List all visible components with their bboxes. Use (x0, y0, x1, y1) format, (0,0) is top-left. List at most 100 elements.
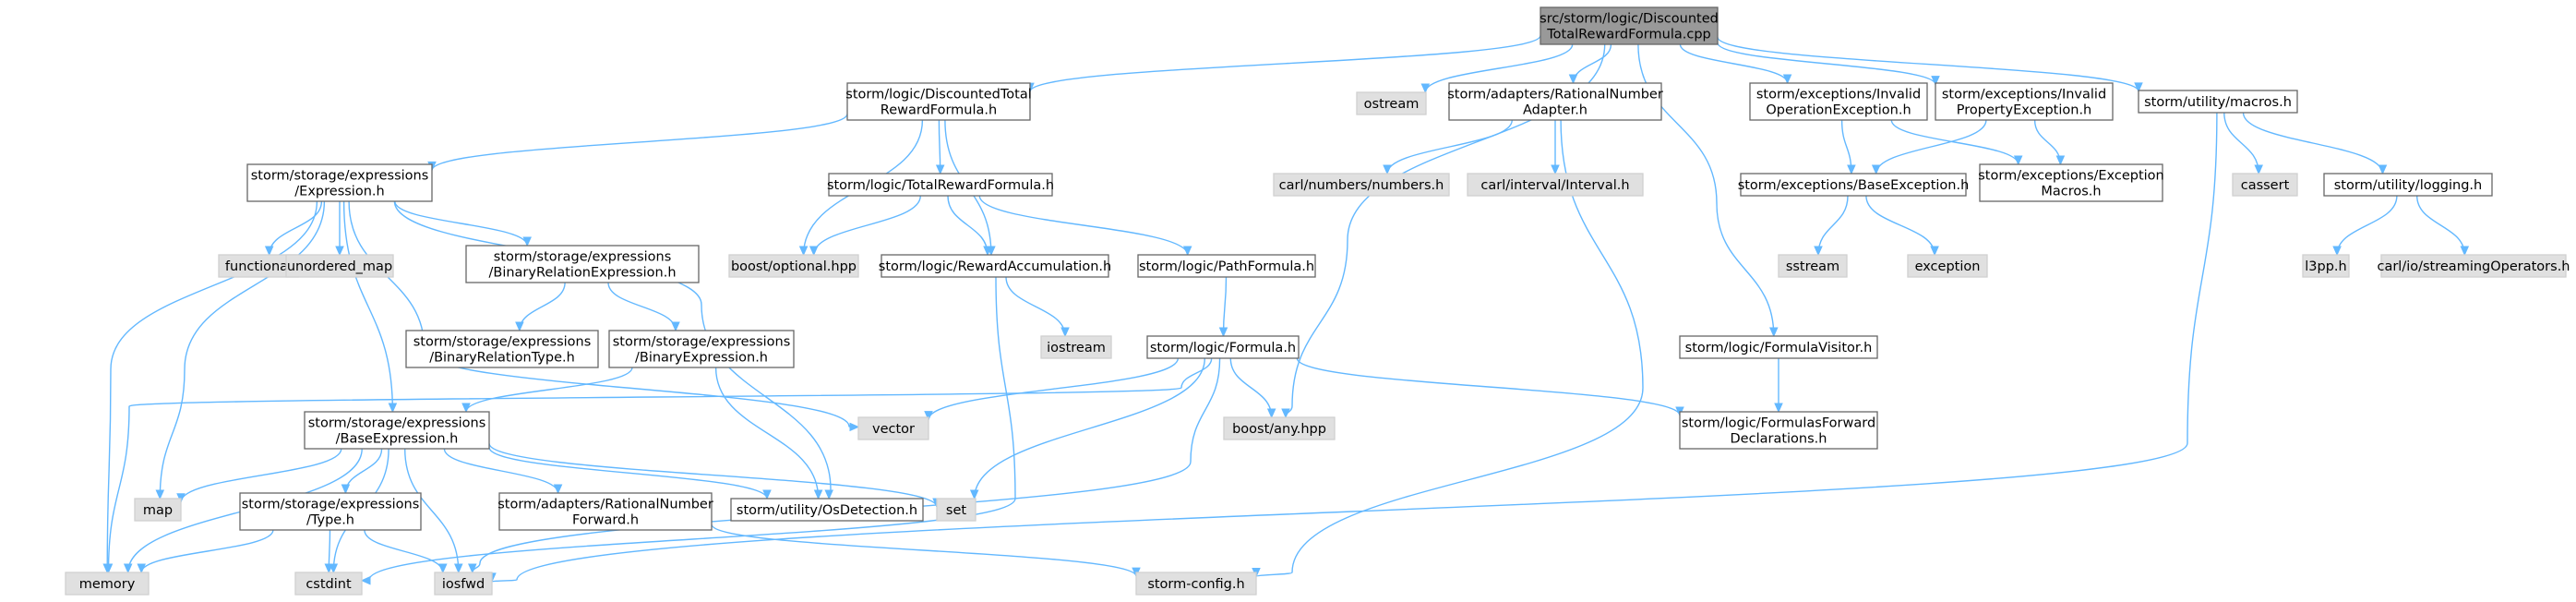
node-label-set-line-0: set (946, 503, 966, 518)
node-logging[interactable]: storm/utility/logging.h (2323, 173, 2493, 197)
node-box-memory (65, 572, 150, 596)
node-visitor[interactable]: storm/logic/FormulaVisitor.h (1679, 335, 1878, 359)
node-label-type-line-0: storm/storage/expressions (242, 498, 420, 512)
arrowhead-trf-to-pathf (1182, 246, 1192, 257)
node-binexpr[interactable]: storm/storage/expressions/BinaryExpressi… (608, 330, 795, 368)
node-box-logging (2323, 173, 2493, 197)
arrowhead-formula-to-iosfwd (468, 563, 477, 574)
arrowhead-expr-to-binrel (522, 236, 532, 247)
node-expr[interactable]: storm/storage/expressions/Expression.h (246, 163, 433, 202)
node-invop[interactable]: storm/exceptions/InvalidOperationExcepti… (1749, 82, 1928, 121)
node-box-cassert (2232, 173, 2298, 197)
arrowhead-formula-to-memory (103, 563, 114, 574)
edge-baseexpr-to-set (488, 442, 938, 508)
edge-baseexpr-to-iosfwd (404, 448, 460, 573)
node-label-stormconfig-line-0: storm-config.h (1147, 577, 1244, 592)
edge-root-to-ostream (1424, 43, 1574, 93)
node-label-pathf-line-0: storm/logic/PathFormula.h (1139, 259, 1314, 274)
node-box-root (1540, 6, 1719, 45)
arrowhead-binrel-to-binexpr (671, 321, 680, 332)
arrowhead-rnadapter-to-carlint (1551, 164, 1560, 175)
node-baseexc[interactable]: storm/exceptions/BaseException.h (1738, 173, 1970, 197)
arrowhead-root-to-rnadapter (1568, 74, 1578, 85)
edge-binexpr-to-osdet (714, 367, 820, 500)
edge-invprop-to-baseexc (1875, 119, 1987, 175)
node-dtrf[interactable]: storm/logic/DiscountedTotalRewardFormula… (845, 82, 1032, 121)
node-pathf[interactable]: storm/logic/PathFormula.h (1137, 254, 1316, 278)
node-carlnum: carl/numbers/numbers.h (1273, 173, 1450, 197)
edge-invprop-to-excmacros (2033, 119, 2062, 165)
arrowhead-baseexpr-to-memory (123, 563, 133, 574)
arrowhead-baseexpr-to-rnfwd (553, 484, 563, 495)
edge-trf-to-rewacc (947, 195, 988, 256)
node-label-binrel-line-1: /BinaryRelationExpression.h (488, 266, 676, 281)
edge-baseexpr-to-rnfwd (443, 448, 559, 494)
graph-edges (102, 35, 2470, 585)
arrowhead-root-to-invop (1782, 74, 1792, 85)
node-box-cstdint (294, 572, 363, 596)
edge-formula-to-vector (928, 357, 1179, 420)
node-box-umap (285, 254, 394, 278)
node-box-stormconfig (1135, 572, 1257, 596)
node-box-type (239, 492, 422, 531)
node-box-binexpr (608, 330, 795, 368)
node-box-set (936, 498, 976, 522)
node-invprop[interactable]: storm/exceptions/InvalidPropertyExceptio… (1935, 82, 2114, 121)
node-box-rnfwd (498, 492, 713, 531)
arrowhead-logging-to-l3pp (2332, 246, 2342, 257)
edge-trf-to-optional (813, 195, 921, 256)
edge-rnfwd-to-stormconfig (711, 524, 1137, 577)
node-box-baseexpr (304, 411, 490, 450)
arrowhead-type-to-iosfwd (438, 563, 448, 574)
node-box-baseexc (1740, 173, 1967, 197)
edge-logging-to-carlstream (2416, 195, 2465, 256)
node-box-visitor (1679, 335, 1878, 359)
node-box-expr (246, 163, 433, 202)
node-box-rnadapter (1448, 82, 1662, 121)
node-label-carlstream-line-0: carl/io/streamingOperators.h (2377, 259, 2570, 274)
arrowhead-root-to-invprop (1931, 76, 1940, 86)
node-label-invprop-line-1: PropertyException.h (1957, 103, 2092, 118)
node-label-baseexpr-line-1: /BaseExpression.h (336, 432, 459, 447)
node-box-carlnum (1273, 173, 1450, 197)
node-fwddecl[interactable]: storm/logic/FormulasForwardDeclarations.… (1679, 411, 1878, 450)
node-label-iostream-line-0: iostream (1047, 341, 1106, 355)
node-label-any-line-0: boost/any.hpp (1232, 422, 1326, 437)
node-macros[interactable]: storm/utility/macros.h (2138, 90, 2298, 114)
edge-type-to-memory (140, 529, 274, 573)
node-cassert: cassert (2232, 173, 2298, 197)
arrowhead-expr-to-vector (849, 422, 860, 432)
edge-type-to-iosfwd (364, 529, 444, 573)
node-osdet[interactable]: storm/utility/OsDetection.h (730, 498, 924, 522)
node-formula[interactable]: storm/logic/Formula.h (1146, 335, 1300, 359)
node-trf[interactable]: storm/logic/TotalRewardFormula.h (827, 173, 1054, 197)
node-umap: unordered_map (285, 254, 394, 278)
node-box-exception (1907, 254, 1988, 278)
arrowhead-root-to-ostream (1420, 83, 1431, 94)
node-label-invprop-line-0: storm/exceptions/Invalid (1942, 88, 2106, 102)
node-type[interactable]: storm/storage/expressions/Type.h (239, 492, 422, 531)
node-label-expr-line-1: /Expression.h (294, 185, 384, 199)
node-set: set (936, 498, 976, 522)
edge-root-to-rnadapter (1572, 43, 1612, 84)
node-binrel[interactable]: storm/storage/expressions/BinaryRelation… (465, 245, 700, 283)
edge-baseexc-to-exception (1865, 195, 1935, 256)
edge-formula-to-memory (107, 357, 1213, 573)
edge-rnadapter-to-carlnum (1386, 119, 1513, 175)
arrowhead-trf-to-optional (809, 246, 819, 257)
node-box-functional (218, 254, 299, 278)
node-box-binrel (465, 245, 700, 283)
node-label-fwddecl-line-1: Declarations.h (1731, 432, 1827, 447)
node-baseexpr[interactable]: storm/storage/expressions/BaseExpression… (304, 411, 490, 450)
arrowhead-invprop-to-baseexc (1871, 164, 1881, 175)
node-root: src/storm/logic/DiscountedTotalRewardFor… (1540, 6, 1719, 45)
node-box-invop (1749, 82, 1928, 121)
node-rewacc[interactable]: storm/logic/RewardAccumulation.h (879, 254, 1111, 278)
node-binreltype[interactable]: storm/storage/expressions/BinaryRelation… (405, 330, 599, 368)
edge-invop-to-excmacros (1890, 119, 2019, 165)
node-label-trf-line-0: storm/logic/TotalRewardFormula.h (827, 178, 1054, 193)
node-label-carlint-line-0: carl/interval/Interval.h (1480, 178, 1629, 193)
